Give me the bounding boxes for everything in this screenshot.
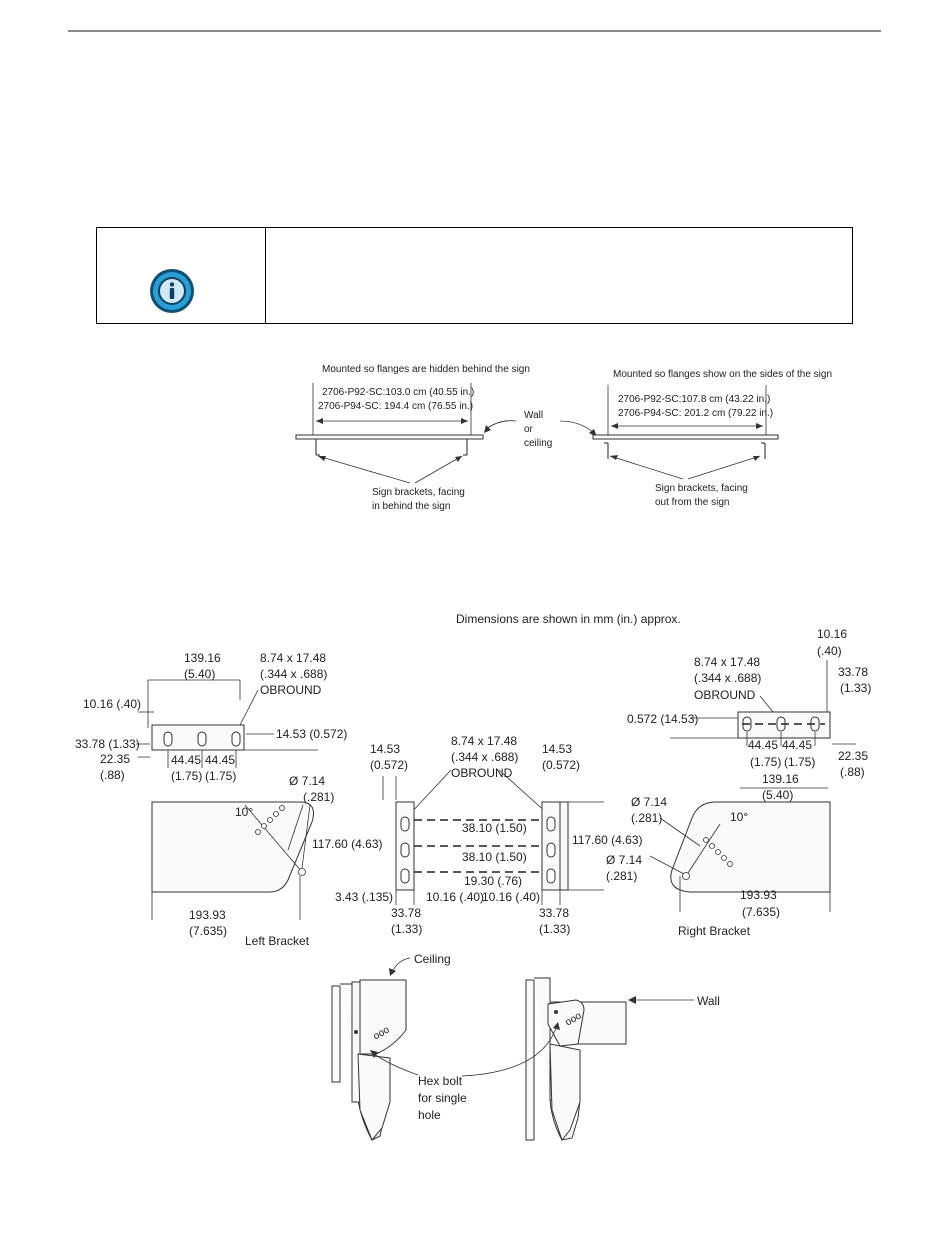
hidden-bracket-label-2: in behind the sign xyxy=(372,501,450,512)
hex-bolt-line-3: hole xyxy=(418,1108,441,1122)
svg-text:193.93: 193.93 xyxy=(740,888,777,902)
svg-text:10.16 (.40): 10.16 (.40) xyxy=(482,890,540,904)
note-divider xyxy=(265,228,266,323)
svg-text:19.30 (.76): 19.30 (.76) xyxy=(464,874,522,888)
svg-text:33.78: 33.78 xyxy=(391,906,421,920)
hidden-dim-p92: 2706-P92-SC:103.0 cm (40.55 in.) xyxy=(322,387,474,398)
svg-text:10°: 10° xyxy=(235,805,253,819)
wall-right xyxy=(592,434,779,440)
svg-text:8.74 x 17.48: 8.74 x 17.48 xyxy=(451,734,517,748)
svg-text:(.88): (.88) xyxy=(840,765,865,779)
show-bracket-label-1: Sign brackets, facing xyxy=(655,483,748,494)
svg-text:(7.635): (7.635) xyxy=(742,905,780,919)
wall-left xyxy=(295,434,484,440)
svg-text:(1.75): (1.75) xyxy=(750,755,781,769)
svg-text:10.16 (.40): 10.16 (.40) xyxy=(426,890,484,904)
hex-bolt-line-2: for single xyxy=(418,1091,467,1105)
svg-text:(.40): (.40) xyxy=(817,644,842,658)
mounting-diagram: Mounted so flanges are hidden behind the… xyxy=(295,364,832,512)
svg-text:33.78 (1.33): 33.78 (1.33) xyxy=(75,737,140,751)
svg-text:44.45: 44.45 xyxy=(171,753,201,767)
wall-mount-sign: ooo xyxy=(525,977,627,1142)
svg-text:(1.33): (1.33) xyxy=(840,681,871,695)
svg-text:Left Bracket: Left Bracket xyxy=(245,934,310,948)
svg-text:139.16: 139.16 xyxy=(762,772,799,786)
svg-text:(.88): (.88) xyxy=(100,768,125,782)
svg-text:10°: 10° xyxy=(730,810,748,824)
left-bracket-view: 10° Ø 7.14 (.281) 117.60 (4.63) 193.93 (… xyxy=(151,774,383,948)
hex-bolt-line-1: Hex bolt xyxy=(418,1074,463,1088)
wall-label-1: Wall xyxy=(524,410,543,421)
svg-text:14.53: 14.53 xyxy=(370,742,400,756)
wall-label: Wall xyxy=(697,994,720,1008)
dimension-drawing: Dimensions are shown in mm (in.) approx.… xyxy=(75,612,871,948)
svg-text:44.45: 44.45 xyxy=(748,738,778,752)
svg-text:8.74 x 17.48: 8.74 x 17.48 xyxy=(260,651,326,665)
right-top-view: 10.16 (.40) 33.78 (1.33) 8.74 x 17.48 (.… xyxy=(627,627,871,802)
svg-text:(0.572): (0.572) xyxy=(370,758,408,772)
hidden-title: Mounted so flanges are hidden behind the… xyxy=(322,364,530,375)
svg-text:(0.572): (0.572) xyxy=(542,758,580,772)
wall-label-2: or xyxy=(524,424,534,435)
svg-text:(.281): (.281) xyxy=(631,811,662,825)
svg-text:33.78: 33.78 xyxy=(539,906,569,920)
wall-label-3: ceiling xyxy=(524,438,552,449)
hidden-bracket-label-1: Sign brackets, facing xyxy=(372,487,465,498)
left-top-view: 139.16 (5.40) 8.74 x 17.48 (.344 x .688)… xyxy=(75,651,347,783)
svg-text:14.53 (0.572): 14.53 (0.572) xyxy=(276,727,347,741)
svg-text:10.16 (.40): 10.16 (.40) xyxy=(83,697,141,711)
svg-text:139.16: 139.16 xyxy=(184,651,221,665)
svg-text:193.93: 193.93 xyxy=(189,908,226,922)
svg-text:(.344 x .688): (.344 x .688) xyxy=(451,750,518,764)
ceiling-mount-sign: ooo xyxy=(331,979,407,1141)
svg-text:Ø 7.14: Ø 7.14 xyxy=(606,853,642,867)
svg-text:(7.635): (7.635) xyxy=(189,924,227,938)
svg-text:(5.40): (5.40) xyxy=(184,667,215,681)
show-dim-p94: 2706-P94-SC: 201.2 cm (79.22 in.) xyxy=(618,408,773,419)
svg-text:(.344 x .688): (.344 x .688) xyxy=(260,667,327,681)
right-bracket-view: Ø 7.14 (.281) 10° 193.93 (7.635) Right B… xyxy=(631,795,831,938)
dimension-note: Dimensions are shown in mm (in.) approx. xyxy=(456,612,681,626)
svg-text:OBROUND: OBROUND xyxy=(451,766,513,780)
center-front-view: 14.53 (0.572) 8.74 x 17.48 (.344 x .688)… xyxy=(335,734,643,936)
svg-text:22.35: 22.35 xyxy=(838,749,868,763)
show-title: Mounted so flanges show on the sides of … xyxy=(613,369,832,380)
svg-text:(1.75): (1.75) xyxy=(205,769,236,783)
svg-text:117.60 (4.63): 117.60 (4.63) xyxy=(312,837,383,851)
svg-text:(1.75): (1.75) xyxy=(784,755,815,769)
header-rule xyxy=(68,30,881,32)
info-note-box xyxy=(96,227,853,324)
svg-text:OBROUND: OBROUND xyxy=(260,683,322,697)
svg-text:(.281): (.281) xyxy=(303,790,334,804)
svg-text:44.45: 44.45 xyxy=(205,753,235,767)
svg-text:22.35: 22.35 xyxy=(100,752,130,766)
svg-text:117.60 (4.63): 117.60 (4.63) xyxy=(572,833,643,847)
svg-text:OBROUND: OBROUND xyxy=(694,688,756,702)
svg-text:(5.40): (5.40) xyxy=(762,788,793,802)
svg-text:44.45: 44.45 xyxy=(782,738,812,752)
svg-text:Ø 7.14: Ø 7.14 xyxy=(289,774,325,788)
svg-text:14.53: 14.53 xyxy=(542,742,572,756)
svg-text:33.78: 33.78 xyxy=(838,665,868,679)
svg-text:0.572 (14.53): 0.572 (14.53) xyxy=(627,712,698,726)
svg-text:(1.33): (1.33) xyxy=(391,922,422,936)
ceiling-label: Ceiling xyxy=(414,952,451,966)
show-bracket-label-2: out from the sign xyxy=(655,497,729,508)
svg-text:(.281): (.281) xyxy=(606,869,637,883)
svg-text:10.16: 10.16 xyxy=(817,627,847,641)
svg-text:(1.33): (1.33) xyxy=(539,922,570,936)
svg-text:Ø 7.14: Ø 7.14 xyxy=(631,795,667,809)
svg-text:38.10 (1.50): 38.10 (1.50) xyxy=(462,821,527,835)
installation-illustration: ooo Ceiling ooo Wall Hex bolt for single… xyxy=(331,952,720,1142)
hidden-dim-p94: 2706-P94-SC: 194.4 cm (76.55 in.) xyxy=(318,401,473,412)
info-icon xyxy=(150,269,194,313)
show-dim-p92: 2706-P92-SC:107.8 cm (43.22 in.) xyxy=(618,394,770,405)
svg-text:(.344 x .688): (.344 x .688) xyxy=(694,671,761,685)
svg-text:(1.75): (1.75) xyxy=(171,769,202,783)
svg-text:Right Bracket: Right Bracket xyxy=(678,924,751,938)
svg-text:8.74 x 17.48: 8.74 x 17.48 xyxy=(694,655,760,669)
svg-text:3.43 (.135): 3.43 (.135) xyxy=(335,890,393,904)
svg-text:38.10 (1.50): 38.10 (1.50) xyxy=(462,850,527,864)
